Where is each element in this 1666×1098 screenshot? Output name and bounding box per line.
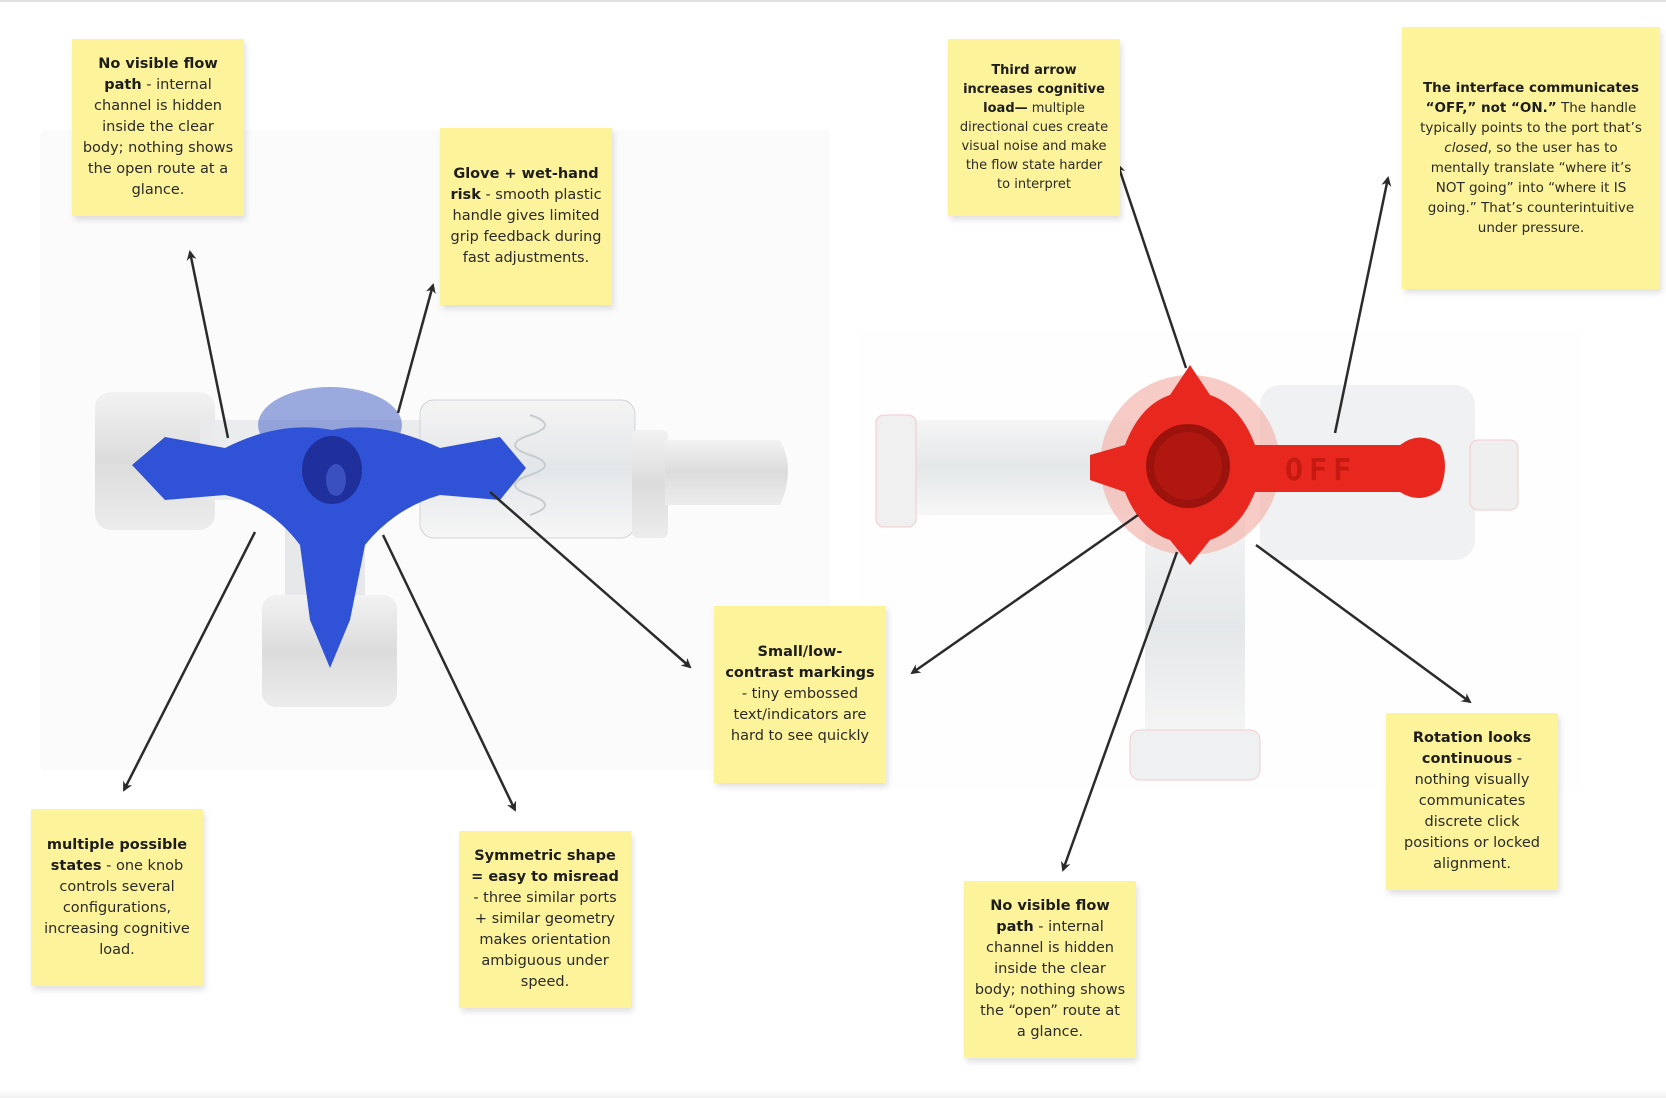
off-embossed-label: OFF [1285,453,1357,488]
note-body-pre: The handle typically points to the port … [1420,100,1642,136]
bottom-border [0,1090,1666,1098]
note-title: Small/low-contrast markings [725,644,875,681]
sticky-note-rotation-continuous[interactable]: Rotation looks continuous - nothing visu… [1386,713,1558,890]
note-body: - smooth plastic handle gives limited gr… [450,187,602,266]
red-handle [1090,365,1445,565]
left-stopcock [95,387,788,707]
blue-handle [132,427,526,668]
note-title: No visible flow path [990,898,1110,935]
sticky-note-glove-wet-hand[interactable]: Glove + wet-hand risk - smooth plastic h… [440,128,612,305]
sticky-note-no-flow-path-right[interactable]: No visible flow path - internal channel … [964,881,1136,1058]
note-body: - tiny embossed text/indicators are hard… [730,686,870,744]
sticky-note-off-not-on[interactable]: The interface communicates “OFF,” not “O… [1402,27,1660,289]
note-body: - three similar ports + similar geometry… [473,890,617,990]
note-title: Third arrow increases cognitive load— [963,63,1105,116]
note-title: Rotation looks continuous [1412,730,1532,767]
sticky-note-third-arrow[interactable]: Third arrow increases cognitive load— mu… [948,39,1120,216]
note-italic: closed [1444,140,1488,156]
note-title: The interface communicates “OFF,” not “O… [1422,80,1640,116]
sticky-note-no-flow-path-left[interactable]: No visible flow path - internal channel … [72,39,244,216]
note-body: - nothing visually communicates discrete… [1404,751,1540,872]
sticky-note-symmetric-shape[interactable]: Symmetric shape = easy to misread - thre… [459,831,631,1008]
right-stopcock: OFF [875,365,1519,781]
annotation-arrows [122,163,1472,872]
note-body: - internal channel is hidden inside the … [974,919,1126,1040]
note-body: multiple directional cues create visual … [959,101,1109,192]
sticky-note-low-contrast[interactable]: Small/low-contrast markings - tiny embos… [714,606,886,783]
note-title: multiple possible states [46,836,188,874]
note-body: - internal channel is hidden inside the … [82,77,234,198]
note-body: - one knob controls several configuratio… [44,857,190,958]
note-title: No visible flow path [98,56,218,93]
sticky-note-multiple-states[interactable]: multiple possible states - one knob cont… [31,809,203,986]
top-border [0,0,1666,2]
note-title: Symmetric shape = easy to misread [471,848,619,885]
note-body: , so the user has to mentally translate … [1427,140,1635,236]
note-title: Glove + wet-hand risk [450,166,599,203]
